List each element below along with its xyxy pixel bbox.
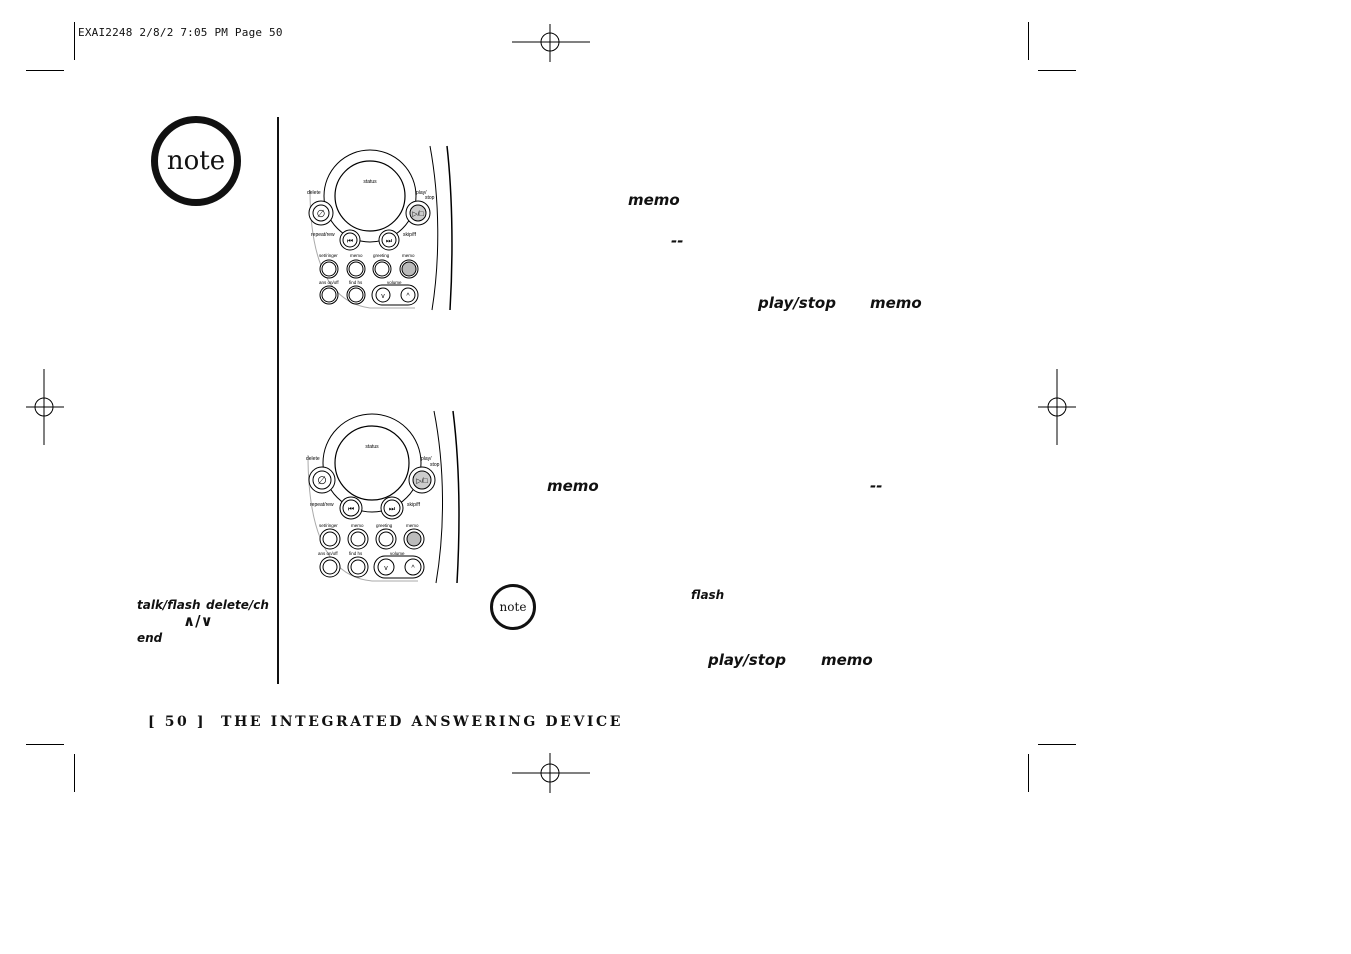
kw-dashes-1: --	[671, 232, 684, 250]
label-find-hs: find hs	[349, 280, 363, 285]
label-memo-rec: memo	[402, 253, 415, 258]
skip-icon: ⏭	[386, 238, 393, 245]
label-greeting-2: greeting	[376, 523, 393, 528]
kw-memo-2: memo	[870, 294, 922, 312]
label-find-hs-2: find hs	[349, 551, 363, 556]
page-footer: [ 50 ] THE INTEGRATED ANSWERING DEVICE	[148, 714, 623, 730]
label-repeat-rew-2: repeat/rew	[310, 502, 334, 508]
kw-dashes-2: --	[870, 477, 883, 495]
key-delete-ch: delete/ch	[206, 598, 269, 612]
key-talk-flash: talk/flash	[137, 598, 201, 612]
label-status-2: status	[365, 444, 379, 450]
column-divider	[277, 117, 279, 684]
kw-play-stop-2: play/stop	[708, 651, 786, 669]
key-end: end	[137, 631, 163, 645]
rewind-icon: ⏮	[347, 238, 353, 245]
label-stop-2: stop	[430, 462, 440, 468]
section-title: THE INTEGRATED ANSWERING DEVICE	[221, 714, 624, 730]
volume-up-icon-2: ^	[411, 565, 415, 572]
kw-memo-3: memo	[547, 477, 599, 495]
label-greeting: greeting	[373, 253, 390, 258]
label-volume: volume	[387, 280, 402, 285]
label-delete-2: delete	[306, 456, 320, 462]
page-number: [ 50 ]	[148, 714, 207, 730]
device-illustration-2: status delete play/ stop ∅ ▷/□ ⏮ ⏭ repea…	[306, 410, 460, 584]
up-down-arrows-icon: ∧/∨	[183, 612, 213, 630]
volume-down-icon: v	[381, 293, 385, 300]
label-memo-2: memo	[351, 523, 364, 528]
label-play: play/	[416, 190, 427, 196]
play-stop-icon: ▷/□	[412, 211, 424, 218]
device-illustration-1: status delete play/ stop ∅ ▷/□ repeat/re…	[307, 145, 453, 311]
kw-play-stop-1: play/stop	[758, 294, 836, 312]
label-ans-on-off: ans on/off	[319, 280, 339, 285]
label-set-ringer-2: set/ringer	[319, 523, 338, 528]
label-volume-2: volume	[390, 551, 405, 556]
label-set-ringer: set/ringer	[319, 253, 338, 258]
rewind-icon-2: ⏮	[348, 506, 354, 513]
label-skip-ff: skip/ff	[403, 232, 417, 238]
play-stop-icon-2: ▷/□	[416, 478, 428, 485]
volume-up-icon: ^	[406, 293, 410, 300]
label-stop: stop	[425, 195, 435, 201]
note-badge-small: note	[490, 584, 536, 630]
label-memo-rec-2: memo	[406, 523, 419, 528]
volume-down-icon-2: v	[384, 565, 388, 572]
print-header: EXAI2248 2/8/2 7:05 PM Page 50	[78, 26, 283, 39]
skip-icon-2: ⏭	[389, 506, 396, 513]
delete-icon: ∅	[317, 209, 326, 220]
kw-memo-1: memo	[628, 191, 680, 209]
kw-flash: flash	[691, 588, 725, 602]
label-delete: delete	[307, 190, 321, 196]
delete-icon-2: ∅	[317, 475, 327, 487]
kw-memo-4: memo	[821, 651, 873, 669]
label-status: status	[363, 179, 377, 185]
label-memo: memo	[350, 253, 363, 258]
label-skip-ff-2: skip/ff	[407, 502, 421, 508]
label-ans-on-off-2: ans on/off	[318, 551, 338, 556]
label-play-2: play/	[421, 456, 432, 462]
note-badge-large: note	[151, 116, 241, 206]
label-repeat-rew: repeat/rew	[311, 232, 335, 238]
